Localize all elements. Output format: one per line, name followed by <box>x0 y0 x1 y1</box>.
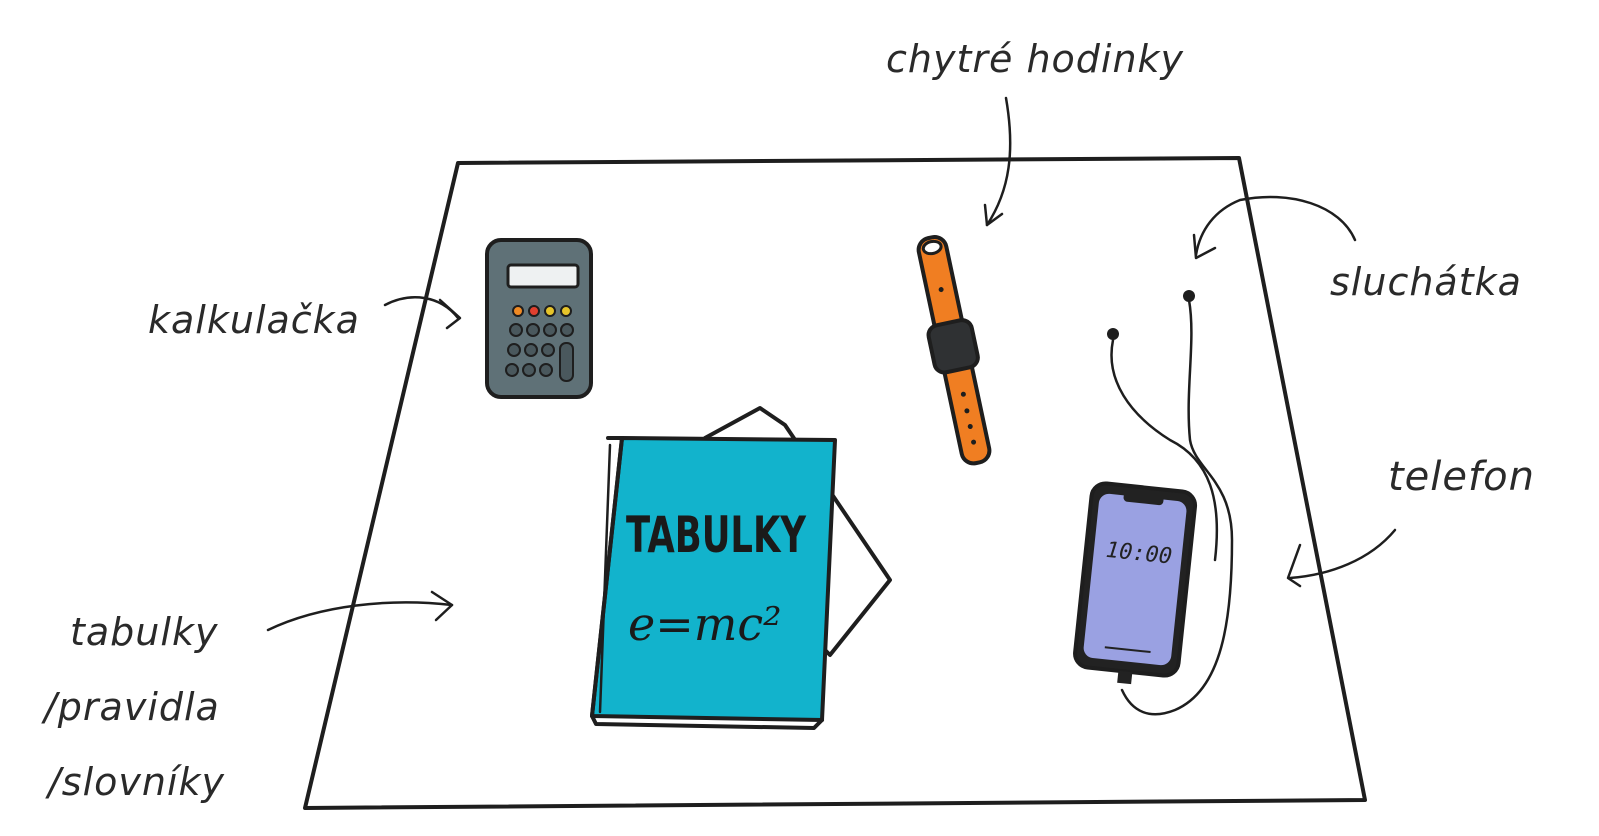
book-cover <box>590 436 837 722</box>
label-smartwatch: chytré hodinky <box>886 37 1184 81</box>
desk-outline <box>303 156 1367 810</box>
smartwatch-icon <box>916 235 992 466</box>
calculator-screen <box>506 263 580 289</box>
calculator-icon <box>485 238 593 399</box>
phone-screen <box>1083 493 1187 666</box>
annotation-arrows <box>266 96 1397 632</box>
watch-face <box>926 318 980 375</box>
label-tables-line2: /pravidla <box>41 685 220 729</box>
book-formula: e=mc² <box>628 597 782 651</box>
phone-icon: 10:00 <box>1073 481 1198 685</box>
book-title: TABULKY <box>626 506 807 564</box>
label-calculator: kalkulačka <box>148 298 360 342</box>
label-tables-line3: /slovníky <box>45 760 225 804</box>
label-phone: telefon <box>1388 454 1535 500</box>
tables-book-icon: TABULKY e=mc² <box>590 406 892 730</box>
label-headphones: sluchátka <box>1330 260 1522 304</box>
label-tables-line1: tabulky <box>70 610 218 654</box>
book-back-sheet <box>703 406 892 657</box>
headphones-icon <box>1107 290 1234 716</box>
